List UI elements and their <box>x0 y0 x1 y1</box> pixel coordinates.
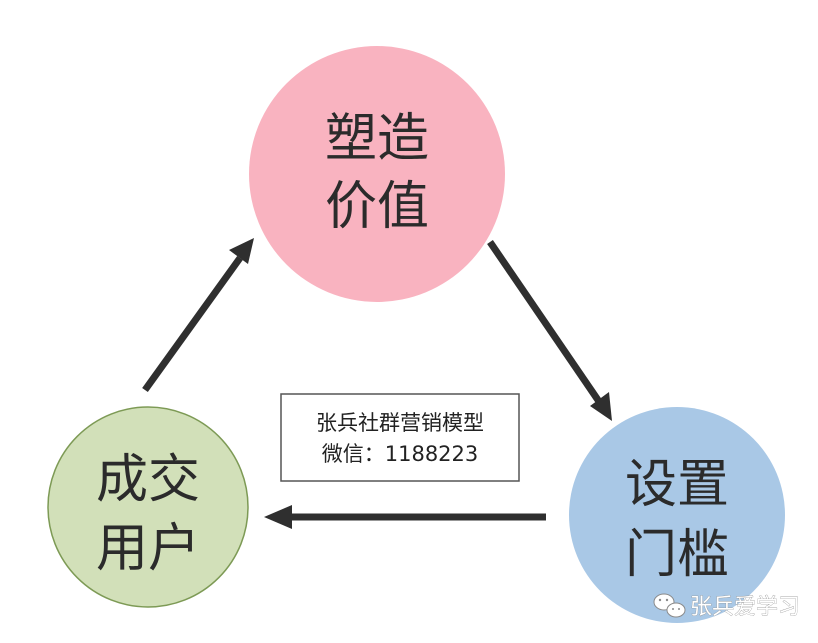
arrowhead-top-to-right <box>590 392 612 421</box>
node-right-line1: 设置 <box>625 455 729 515</box>
arrow-top-to-right <box>487 240 603 405</box>
node-left-line2: 用户 <box>96 519 200 579</box>
node-set-threshold: 设置 门槛 <box>569 407 785 623</box>
node-right-line2: 门槛 <box>625 525 729 585</box>
wechat-icon <box>653 593 686 618</box>
node-top-line2: 价值 <box>325 177 429 237</box>
model-title: 张兵社群营销模型 <box>316 411 484 435</box>
node-top-line1: 塑造 <box>325 109 429 169</box>
node-shape-value: 塑造 价值 <box>249 46 505 302</box>
watermark-text: 张兵爱学习 <box>690 595 800 620</box>
node-left-line1: 成交 <box>96 450 200 510</box>
arrow-left-to-top <box>142 255 243 393</box>
arrowhead-right-to-left <box>264 505 292 529</box>
watermark: 张兵爱学习 <box>653 593 800 620</box>
model-info-box: 张兵社群营销模型 微信：1188223 <box>280 393 520 482</box>
wechat-id: 微信：1188223 <box>322 442 479 466</box>
arrowhead-left-to-top <box>229 238 254 264</box>
node-convert-users: 成交 用户 <box>47 406 249 608</box>
